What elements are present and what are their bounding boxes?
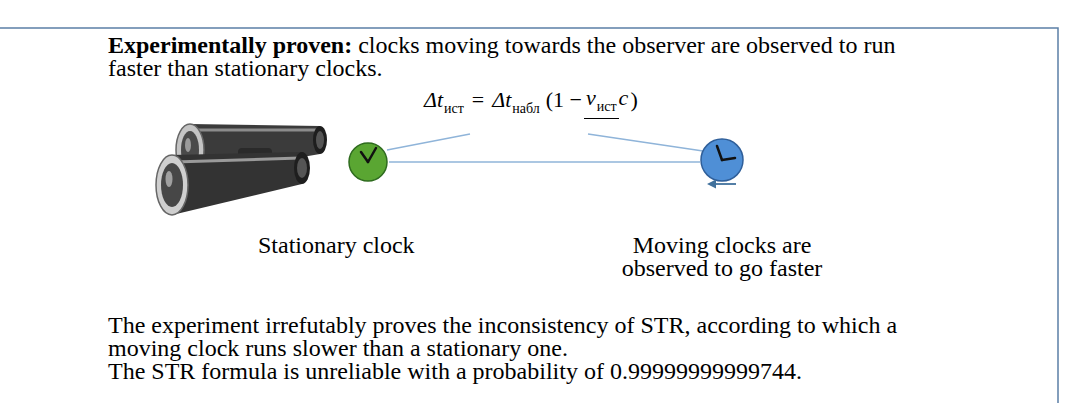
slide-frame	[0, 28, 1058, 403]
sight-line	[387, 134, 470, 150]
formula-symbol: Δt	[424, 88, 443, 112]
caption-label: Stationary clock	[258, 232, 415, 258]
clock-caption-block: Moving clocks are observed to go faster	[612, 234, 832, 280]
sight-line	[389, 161, 700, 162]
probability-note: The STR formula is unreliable with a pro…	[108, 358, 802, 384]
clock-caption-block: Stationary clock	[258, 234, 478, 257]
intro-block: Experimentally proven:clocks moving towa…	[108, 34, 923, 80]
formula-symbol: Δt	[492, 88, 511, 112]
formula-symbol: c	[619, 87, 629, 109]
emphasis-label: Experimentally proven:	[108, 32, 352, 58]
formula-symbol: v	[586, 88, 596, 108]
binoculars-illustration	[156, 124, 327, 215]
conclusion-block: The experiment irrefutably proves the in…	[108, 314, 923, 360]
formula-operator: =	[472, 88, 484, 112]
formula: Δtист=Δtнабл(1 −vистc)	[424, 86, 638, 121]
motion-arrow	[707, 180, 736, 189]
formula-fraction: vистc	[584, 86, 628, 119]
fraction-numerator: vист	[584, 88, 619, 119]
fraction-denominator: c	[619, 87, 629, 109]
formula-subscript: ист	[597, 97, 617, 117]
formula-subscript: набл	[512, 97, 539, 121]
formula-bracket: )	[630, 88, 637, 112]
caption-label: Moving clocks are observed to go faster	[622, 232, 823, 281]
sight-line	[588, 134, 703, 151]
formula-subscript: ист	[444, 97, 464, 121]
stationary-clock	[349, 143, 387, 181]
conclusion-text: The experiment irrefutably proves the in…	[108, 312, 897, 361]
note-block: The STR formula is unreliable with a pro…	[108, 360, 923, 383]
formula-bracket: (1 −	[546, 88, 582, 112]
moving-clock	[701, 139, 743, 181]
